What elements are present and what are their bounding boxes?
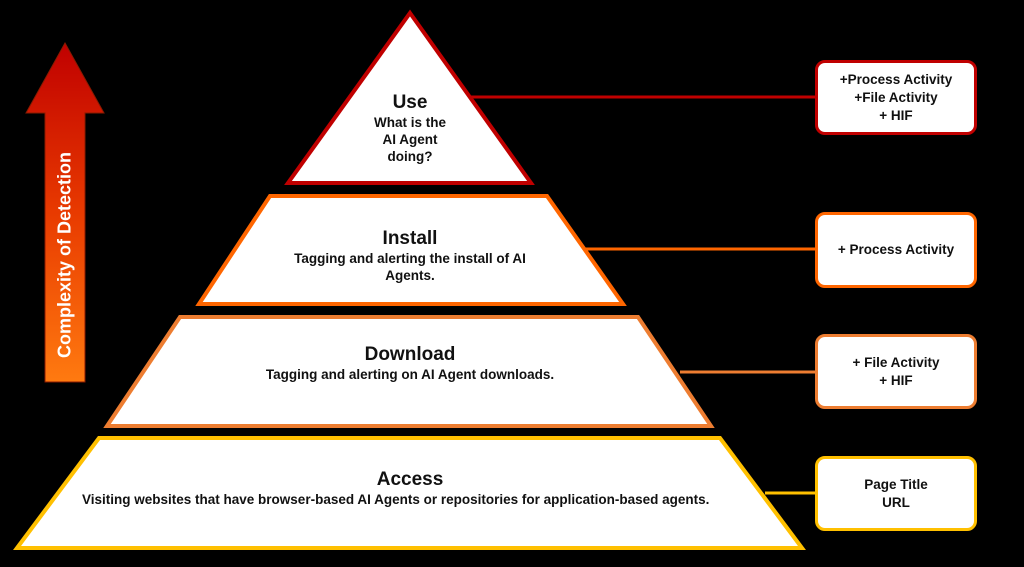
level-use-text: Use What is the AI Agent doing? <box>340 92 480 165</box>
telemetry-box-access: Page Title URL <box>815 456 977 531</box>
telemetry-box-install: + Process Activity <box>815 212 977 288</box>
box-line: + File Activity <box>852 354 940 370</box>
telemetry-box-download: + File Activity + HIF <box>815 334 977 409</box>
box-line: + Process Activity <box>837 242 955 257</box>
level-install-text: Install Tagging and alerting the install… <box>270 228 550 284</box>
level-access-text: Access Visiting websites that have brows… <box>70 469 750 508</box>
level-desc: Visiting websites that have browser-base… <box>82 492 710 507</box>
box-line: Page Title <box>864 476 928 492</box>
pyramid-level-install <box>195 194 627 306</box>
telemetry-box-use: +Process Activity +File Activity + HIF <box>815 60 977 135</box>
box-line: +File Activity <box>854 89 938 105</box>
level-desc: Tagging and alerting the install of AI A… <box>294 251 526 283</box>
level-title: Use <box>392 92 428 113</box>
level-title: Access <box>376 469 444 490</box>
pyramid-level-use <box>284 9 535 185</box>
level-download-text: Download Tagging and alerting on AI Agen… <box>200 344 620 383</box>
box-line: + HIF <box>879 372 913 388</box>
level-desc-line: What is the <box>373 115 446 130</box>
level-desc-line: AI Agent <box>382 132 438 147</box>
box-line: + HIF <box>879 107 913 123</box>
arrow-label: Complexity of Detection <box>54 151 75 359</box>
pyramid-level-download <box>103 315 715 428</box>
pyramid-level-access <box>13 436 806 550</box>
level-desc-line: doing? <box>387 149 433 164</box>
box-line: +Process Activity <box>839 71 953 87</box>
level-title: Download <box>364 344 456 365</box>
box-line: URL <box>882 494 910 510</box>
level-title: Install <box>382 228 438 249</box>
level-desc: Tagging and alerting on AI Agent downloa… <box>265 367 555 382</box>
complexity-arrow-icon <box>25 41 105 383</box>
